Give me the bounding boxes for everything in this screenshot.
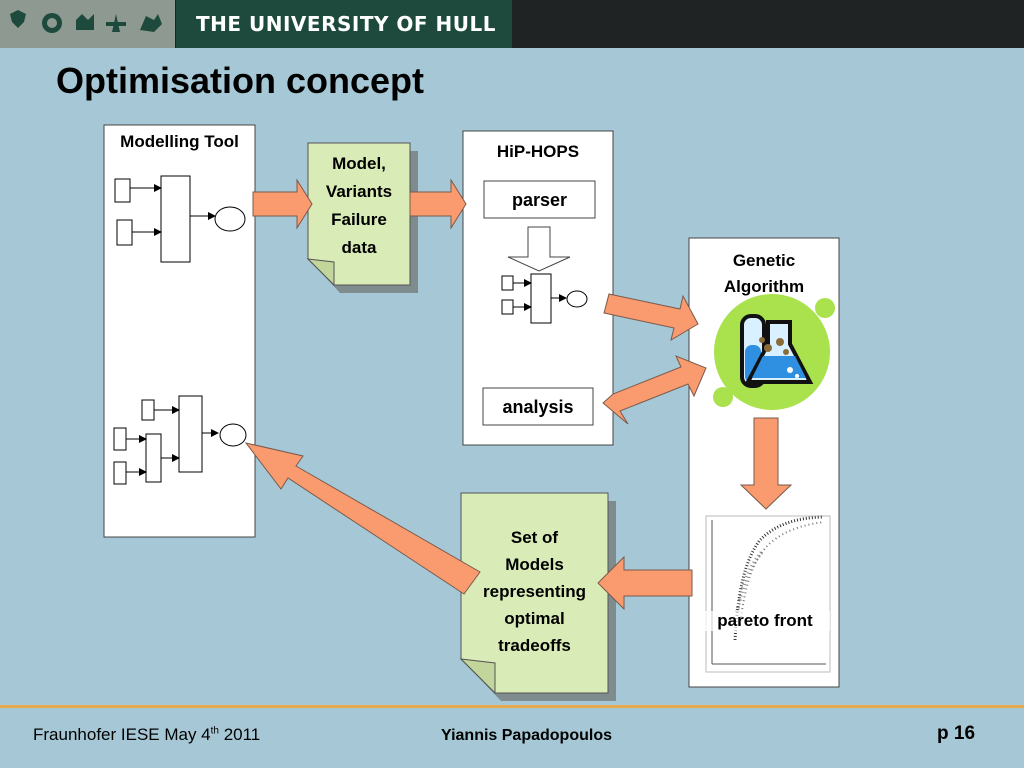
model-diagram-lower — [113, 395, 247, 485]
crest-rose-icon — [10, 10, 26, 28]
analysis-label: analysis — [502, 397, 574, 417]
modelling-tool-label: Modelling Tool — [120, 132, 239, 151]
crest-fleur-icon — [106, 14, 126, 32]
arrow-ga-to-pareto — [739, 417, 793, 510]
parser-label: parser — [511, 190, 568, 210]
set-doc-text: Set of Models representing optimal trade… — [483, 528, 586, 655]
parser-box — [483, 180, 596, 219]
page-number: p 16 — [937, 723, 976, 744]
arrow-pareto-to-set — [597, 555, 693, 611]
university-band — [176, 0, 512, 48]
crest-icons — [10, 10, 162, 33]
arrow-ga-analysis — [602, 355, 707, 425]
arrow-model-to-hiphops — [409, 178, 467, 230]
hiphops-model-diagram — [501, 273, 588, 324]
university-name: THE UNIVERSITY OF HULL — [196, 12, 496, 36]
model-doc-text: Model, Variants Failure data — [325, 154, 393, 257]
pareto-plot — [705, 515, 831, 673]
parser-down-arrow — [507, 226, 571, 272]
university-crest — [0, 0, 175, 48]
arrow-hiphops-to-ga — [603, 293, 699, 342]
model-diagram-upper — [114, 175, 246, 263]
flask-icon — [713, 294, 835, 410]
set-doc — [460, 492, 609, 694]
footer-author: Yiannis Papadopoulos — [441, 727, 612, 744]
arrow-set-to-tool — [244, 442, 481, 595]
footer-event: Fraunhofer IESE May 4th 2011 — [33, 725, 261, 744]
crest-bird-icon — [140, 14, 162, 32]
arrow-tool-to-model — [252, 178, 313, 230]
analysis-box — [482, 387, 594, 426]
model-doc — [307, 142, 411, 286]
hiphops-label: HiP-HOPS — [496, 142, 580, 161]
slide-title: Optimisation concept — [56, 60, 425, 101]
genetic-algorithm-label: Genetic Algorithm — [723, 251, 805, 296]
crest-crown-icon — [76, 14, 94, 30]
footer-divider — [0, 705, 1024, 708]
pareto-front-label: pareto front — [700, 611, 830, 631]
